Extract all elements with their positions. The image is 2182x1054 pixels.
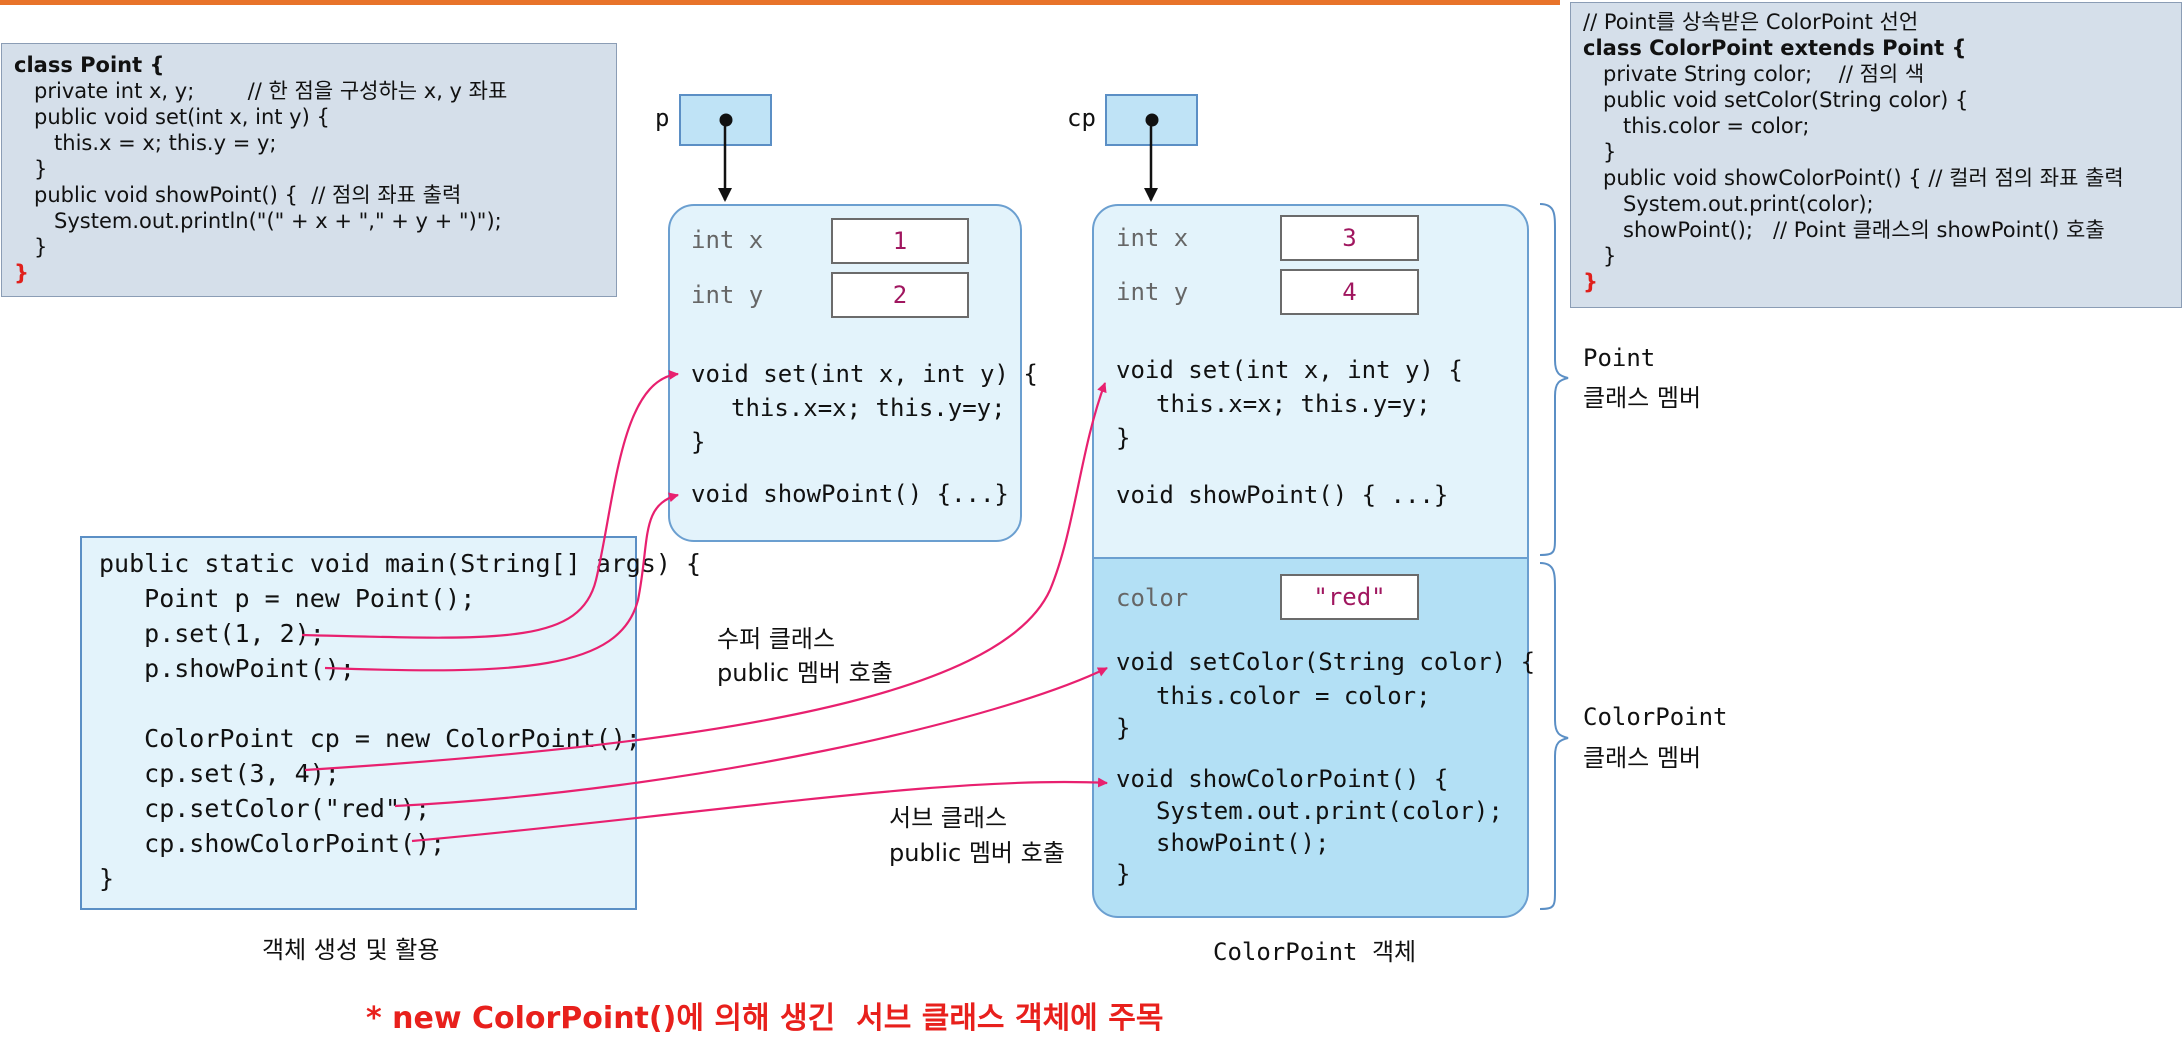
code-line: }	[1583, 140, 1617, 164]
cp-showcolorpoint-method: void showColorPoint() {	[1116, 765, 1449, 793]
code-line: class ColorPoint extends Point {	[1583, 36, 1967, 60]
point-set-close: }	[691, 428, 706, 456]
cp-showcolorpoint-line1: System.out.print(color);	[1156, 797, 1503, 825]
cp-x-label: int x	[1116, 224, 1189, 252]
point-members-label-2: 클래스 멤버	[1583, 384, 1702, 412]
code-line: this.x = x; this.y = y;	[14, 131, 277, 155]
colorpoint-section-divider	[1093, 557, 1528, 559]
code-line: public void setColor(String color) {	[1583, 88, 1969, 112]
call-arrow-cp-showcolorpoint	[411, 777, 1108, 843]
cp-set-method: void set(int x, int y) {	[1116, 356, 1463, 384]
super-call-label-1: 수퍼 클래스	[717, 625, 836, 653]
colorpoint-members-brace	[1539, 562, 1569, 910]
code-line: private String color; // 점의 색	[1583, 62, 1925, 86]
point-y-label: int y	[691, 281, 764, 309]
colorpoint-class-code: // Point를 상속받은 ColorPoint 선언 class Color…	[1570, 2, 2182, 308]
main-line: Point p = new Point();	[99, 584, 476, 613]
call-arrow-p-showpoint	[324, 492, 679, 672]
cp-set-body: this.x=x; this.y=y;	[1156, 390, 1431, 418]
ref-label-cp: cp	[1067, 104, 1096, 132]
code-line: }	[14, 235, 48, 259]
colorpoint-members-label-2: 클래스 멤버	[1583, 744, 1702, 772]
sub-call-label-1: 서브 클래스	[889, 804, 1008, 832]
colorpoint-object	[1092, 204, 1529, 918]
cp-color-value: "red"	[1280, 574, 1419, 620]
code-line: }	[1583, 270, 1598, 294]
point-x-value: 1	[831, 218, 969, 264]
code-line: System.out.print(color);	[1583, 192, 1874, 216]
main-line: cp.setColor("red");	[99, 794, 431, 823]
point-showpoint-method: void showPoint() {...}	[691, 480, 1009, 508]
point-y-value: 2	[831, 272, 969, 318]
cp-showcolorpoint-close: }	[1116, 860, 1131, 888]
point-members-brace	[1539, 203, 1569, 556]
code-line: }	[14, 261, 29, 285]
footnote: * new ColorPoint()에 의해 생긴 서브 클래스 객체에 주목	[366, 1001, 1164, 1036]
cp-setcolor-body: this.color = color;	[1156, 682, 1431, 710]
main-line: p.set(1, 2);	[99, 619, 325, 648]
ref-label-p: p	[655, 104, 670, 132]
code-line: // Point를 상속받은 ColorPoint 선언	[1583, 10, 1919, 34]
code-line: class Point {	[14, 53, 165, 77]
cp-showpoint-method: void showPoint() { ...}	[1116, 481, 1449, 509]
cp-x-value: 3	[1280, 215, 1419, 261]
main-box-caption: 객체 생성 및 활용	[262, 936, 440, 964]
code-line: this.color = color;	[1583, 114, 1810, 138]
code-line: }	[1583, 244, 1617, 268]
main-line: p.showPoint();	[99, 654, 355, 683]
cp-showcolorpoint-line2: showPoint();	[1156, 829, 1330, 857]
point-set-method: void set(int x, int y) {	[691, 360, 1038, 388]
point-members-label-1: Point	[1583, 344, 1656, 372]
main-line: cp.set(3, 4);	[99, 759, 340, 788]
point-x-label: int x	[691, 226, 764, 254]
main-line: public static void main(String[] args) {	[99, 549, 702, 578]
point-class-code: class Point { private int x, y; // 한 점을 …	[1, 43, 617, 297]
cp-set-close: }	[1116, 424, 1131, 452]
cp-y-value: 4	[1280, 269, 1419, 315]
call-arrow-cp-set	[304, 382, 1107, 772]
colorpoint-object-caption: ColorPoint 객체	[1213, 938, 1417, 966]
cp-color-label: color	[1116, 584, 1189, 612]
colorpoint-members-label-1: ColorPoint	[1583, 703, 1728, 731]
code-line: showPoint(); // Point 클래스의 showPoint() 호…	[1583, 218, 2105, 242]
code-line: }	[14, 157, 48, 181]
cp-y-label: int y	[1116, 278, 1189, 306]
code-line: public void showColorPoint() { // 컬러 점의 …	[1583, 166, 2124, 190]
cp-setcolor-method: void setColor(String color) {	[1116, 648, 1536, 676]
code-line: public void showPoint() { // 점의 좌표 출력	[14, 183, 462, 207]
super-call-label-2: public 멤버 호출	[717, 659, 893, 687]
point-set-body: this.x=x; this.y=y;	[731, 394, 1006, 422]
main-line: cp.showColorPoint();	[99, 829, 446, 858]
sub-call-label-2: public 멤버 호출	[889, 839, 1065, 867]
top-accent-bar	[0, 0, 1560, 5]
code-line: public void set(int x, int y) {	[14, 105, 330, 129]
cp-setcolor-close: }	[1116, 714, 1131, 742]
main-line: }	[99, 864, 115, 893]
main-line: ColorPoint cp = new ColorPoint();	[99, 724, 641, 753]
code-line: System.out.println("(" + x + "," + y + "…	[14, 209, 502, 233]
call-arrow-p-set	[301, 369, 679, 639]
call-arrow-cp-setcolor	[394, 667, 1108, 808]
main-method-box	[80, 536, 637, 910]
code-line: private int x, y; // 한 점을 구성하는 x, y 좌표	[14, 79, 508, 103]
